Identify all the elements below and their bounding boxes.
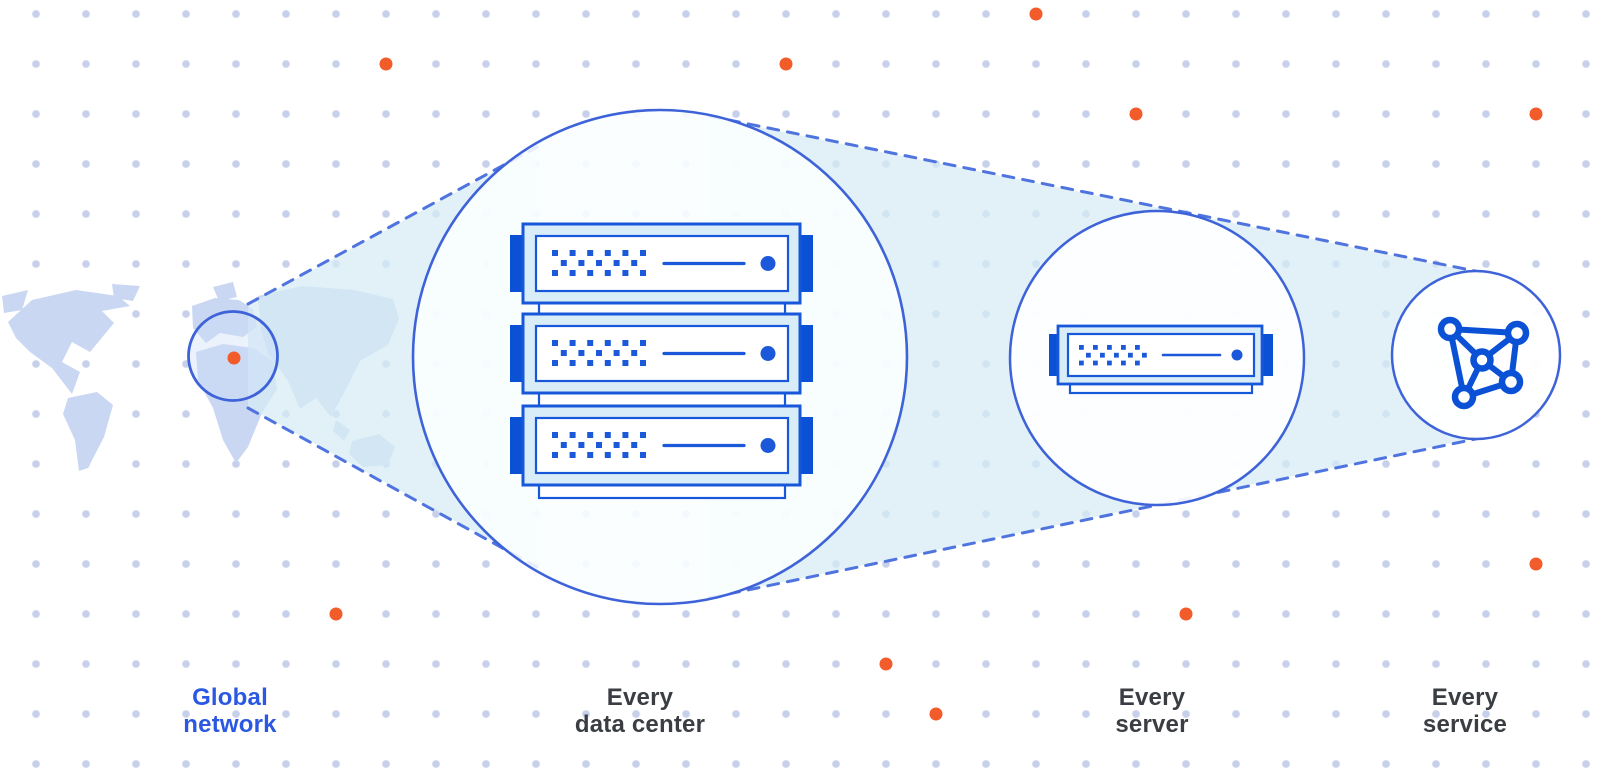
- accent-dot: [929, 707, 943, 721]
- accent-dot: [1129, 107, 1143, 121]
- accent-dot: [779, 57, 793, 71]
- label-line: Every: [1431, 684, 1499, 711]
- beam-dash-top-right: [707, 114, 1492, 276]
- map-location-marker: [227, 351, 241, 365]
- dip-switch-matrix: [552, 340, 646, 366]
- label-line: data center: [574, 711, 706, 738]
- network-mesh-icon: [1437, 316, 1530, 410]
- rack-server-3: [510, 404, 813, 487]
- beam-dash-bottom-left: [246, 406, 539, 569]
- beam-dash-top-left: [246, 145, 539, 306]
- label-every-data-center: Every data center: [510, 684, 770, 738]
- rack-server-1: [510, 222, 813, 305]
- label-line: Every: [1118, 684, 1186, 711]
- accent-dot: [329, 607, 343, 621]
- dip-switch-matrix: [552, 250, 646, 276]
- rack-server-2: [510, 312, 813, 395]
- dip-switch-matrix: [1079, 345, 1147, 366]
- label-global-network: Global network: [100, 684, 360, 738]
- label-every-service: Every service: [1335, 684, 1595, 738]
- rack-server-stack: [510, 222, 813, 500]
- label-line: Global: [192, 684, 268, 711]
- label-line: server: [1115, 711, 1189, 738]
- accent-dot: [1529, 107, 1543, 121]
- accent-dot: [1179, 607, 1193, 621]
- beam-dash-bottom-right: [707, 434, 1492, 600]
- accent-dot: [379, 57, 393, 71]
- accent-dot: [1029, 7, 1043, 21]
- dip-switch-matrix: [552, 432, 646, 458]
- accent-dot: [879, 657, 893, 671]
- label-line: Every: [606, 684, 674, 711]
- label-every-server: Every server: [1022, 684, 1282, 738]
- label-line: service: [1422, 711, 1508, 738]
- label-line: network: [183, 711, 277, 738]
- rack-server-single: [1049, 324, 1273, 395]
- accent-dot: [1529, 557, 1543, 571]
